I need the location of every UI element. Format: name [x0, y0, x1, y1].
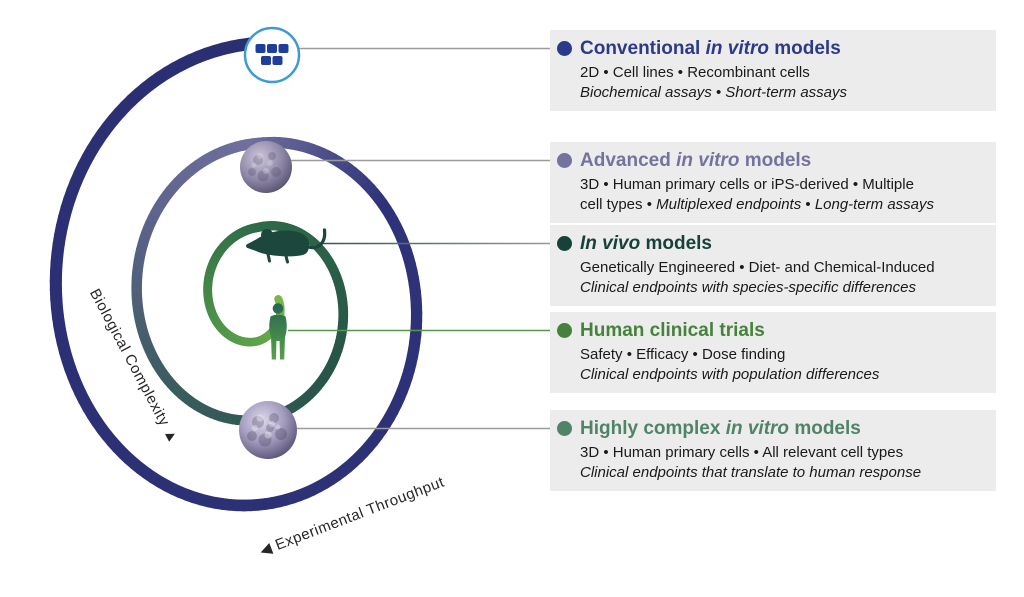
block-desc-line1: Safety • Efficacy • Dose finding: [580, 346, 786, 363]
block-title: Advanced in vitro models: [580, 150, 812, 171]
mouse-body: [246, 230, 309, 257]
organoid-body: [239, 401, 297, 459]
block-title: Human clinical trials: [580, 320, 765, 341]
spheroid-microtissue-icon: [240, 141, 292, 193]
block-desc-line1: 3D • Human primary cells or iPS-derived …: [580, 176, 935, 213]
bullet-dot: [557, 421, 572, 436]
block-desc-line1: 3D • Human primary cells • All relevant …: [580, 444, 904, 461]
model-block-human-clinical-trials: Human clinical trials Safety • Efficacy …: [550, 312, 996, 393]
spheroid-body: [240, 141, 292, 193]
model-block-advanced-in-vitro: Advanced in vitro models 3D • Human prim…: [550, 142, 996, 223]
cell-culture-wells-icon: [243, 26, 301, 84]
cell-rect: [261, 56, 271, 65]
block-desc-line2: Clinical endpoints with population diffe…: [580, 366, 880, 383]
cell-rect: [278, 44, 289, 53]
cell-rect: [255, 44, 266, 53]
bullet-dot: [557, 153, 572, 168]
model-block-highly-complex-in-vitro: Highly complex in vitro models 3D • Huma…: [550, 410, 996, 491]
block-title: Conventional in vitro models: [580, 38, 841, 59]
bullet-dot: [557, 41, 572, 56]
mouse-tail: [306, 228, 327, 250]
cell-rect: [272, 56, 283, 65]
block-desc-line2: Clinical endpoints with species-specific…: [580, 279, 916, 296]
spheroid-texture-dark: [248, 152, 281, 182]
human-icon: [269, 303, 287, 360]
organoid-texture-light: [252, 414, 281, 439]
cell-culture-circle: [243, 26, 301, 84]
cell-rect: [267, 44, 277, 53]
bullet-dot: [557, 236, 572, 251]
complexity-spiral: [49, 36, 423, 512]
organoid-microtissue-icon: [239, 401, 297, 459]
connector-lines: [288, 47, 560, 430]
block-desc-line1: Genetically Engineered • Diet- and Chemi…: [580, 259, 935, 276]
mouse-legs: [266, 252, 289, 264]
model-block-in-vivo: In vivo models Genetically Engineered • …: [550, 225, 996, 306]
block-title: Highly complex in vitro models: [580, 418, 861, 439]
bullet-dot: [557, 323, 572, 338]
human-head: [272, 303, 284, 314]
block-desc-line2: Clinical endpoints that translate to hum…: [580, 464, 922, 481]
block-desc-line2: Biochemical assays • Short-term assays: [580, 84, 848, 101]
cell-culture-cells: [255, 44, 289, 65]
spheroid-texture-light: [251, 153, 273, 174]
mouse-icon: [246, 228, 327, 264]
model-block-conventional-in-vitro: Conventional in vitro models 2D • Cell l…: [550, 30, 996, 111]
block-desc-line1: 2D • Cell lines • Recombinant cells: [580, 64, 810, 81]
block-title: In vivo models: [580, 233, 712, 254]
organoid-texture-dark: [247, 413, 287, 447]
human-body: [269, 314, 287, 360]
